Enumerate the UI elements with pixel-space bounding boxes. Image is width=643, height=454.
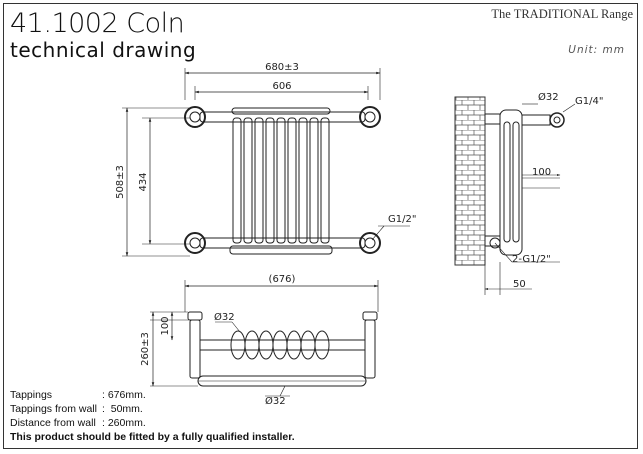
- top-diameter-top: Ø32: [214, 311, 235, 323]
- spec-label: Tappings: [10, 389, 53, 401]
- front-width-overall: 680±3: [265, 62, 299, 73]
- front-height-overall: 508±3: [115, 165, 126, 199]
- side-depth: 100: [532, 167, 551, 178]
- spec-value: : 676mm.: [102, 389, 146, 401]
- side-wall-gap: 50: [513, 279, 526, 290]
- top-depth-overall: 260±3: [140, 332, 151, 366]
- specs-list: Tappings : 676mm. Tappings from wall : 50m…: [10, 388, 146, 430]
- top-wall-offset: 100: [160, 316, 171, 335]
- top-view: [150, 280, 379, 397]
- top-columns: [230, 330, 330, 360]
- units-label: Unit: mm: [568, 44, 625, 56]
- top-tapping-width: (676): [269, 274, 296, 285]
- spec-row: Tappings from wall : 50mm.: [10, 402, 146, 416]
- front-width-inner: 606: [272, 81, 291, 92]
- top-diameter-bottom: Ø32: [265, 395, 286, 407]
- side-vent: G1/4": [575, 96, 603, 107]
- spec-label: Tappings from wall: [10, 403, 97, 415]
- radiator-columns: [232, 117, 330, 244]
- wall-brick: [454, 96, 486, 266]
- front-view: [122, 68, 410, 257]
- spec-value: : 50mm.: [102, 403, 143, 415]
- brand-label: The TRADITIONAL Range: [491, 7, 633, 21]
- installer-note: This product should be fitted by a fully…: [10, 431, 295, 443]
- model-title: 41.1002 Coln: [10, 8, 185, 39]
- drawing-frame: [3, 3, 638, 449]
- spec-value: : 260mm.: [102, 417, 146, 429]
- side-view: [454, 96, 576, 295]
- spec-row: Distance from wall : 260mm.: [10, 416, 146, 430]
- drawing-subtitle: technical drawing: [10, 38, 197, 62]
- spec-row: Tappings : 676mm.: [10, 388, 146, 402]
- spec-label: Distance from wall: [10, 417, 96, 429]
- front-height-inner: 434: [138, 172, 149, 191]
- front-connection: G1/2": [388, 214, 416, 225]
- side-diameter: Ø32: [538, 91, 559, 103]
- side-connection: 2-G1/2": [512, 254, 551, 265]
